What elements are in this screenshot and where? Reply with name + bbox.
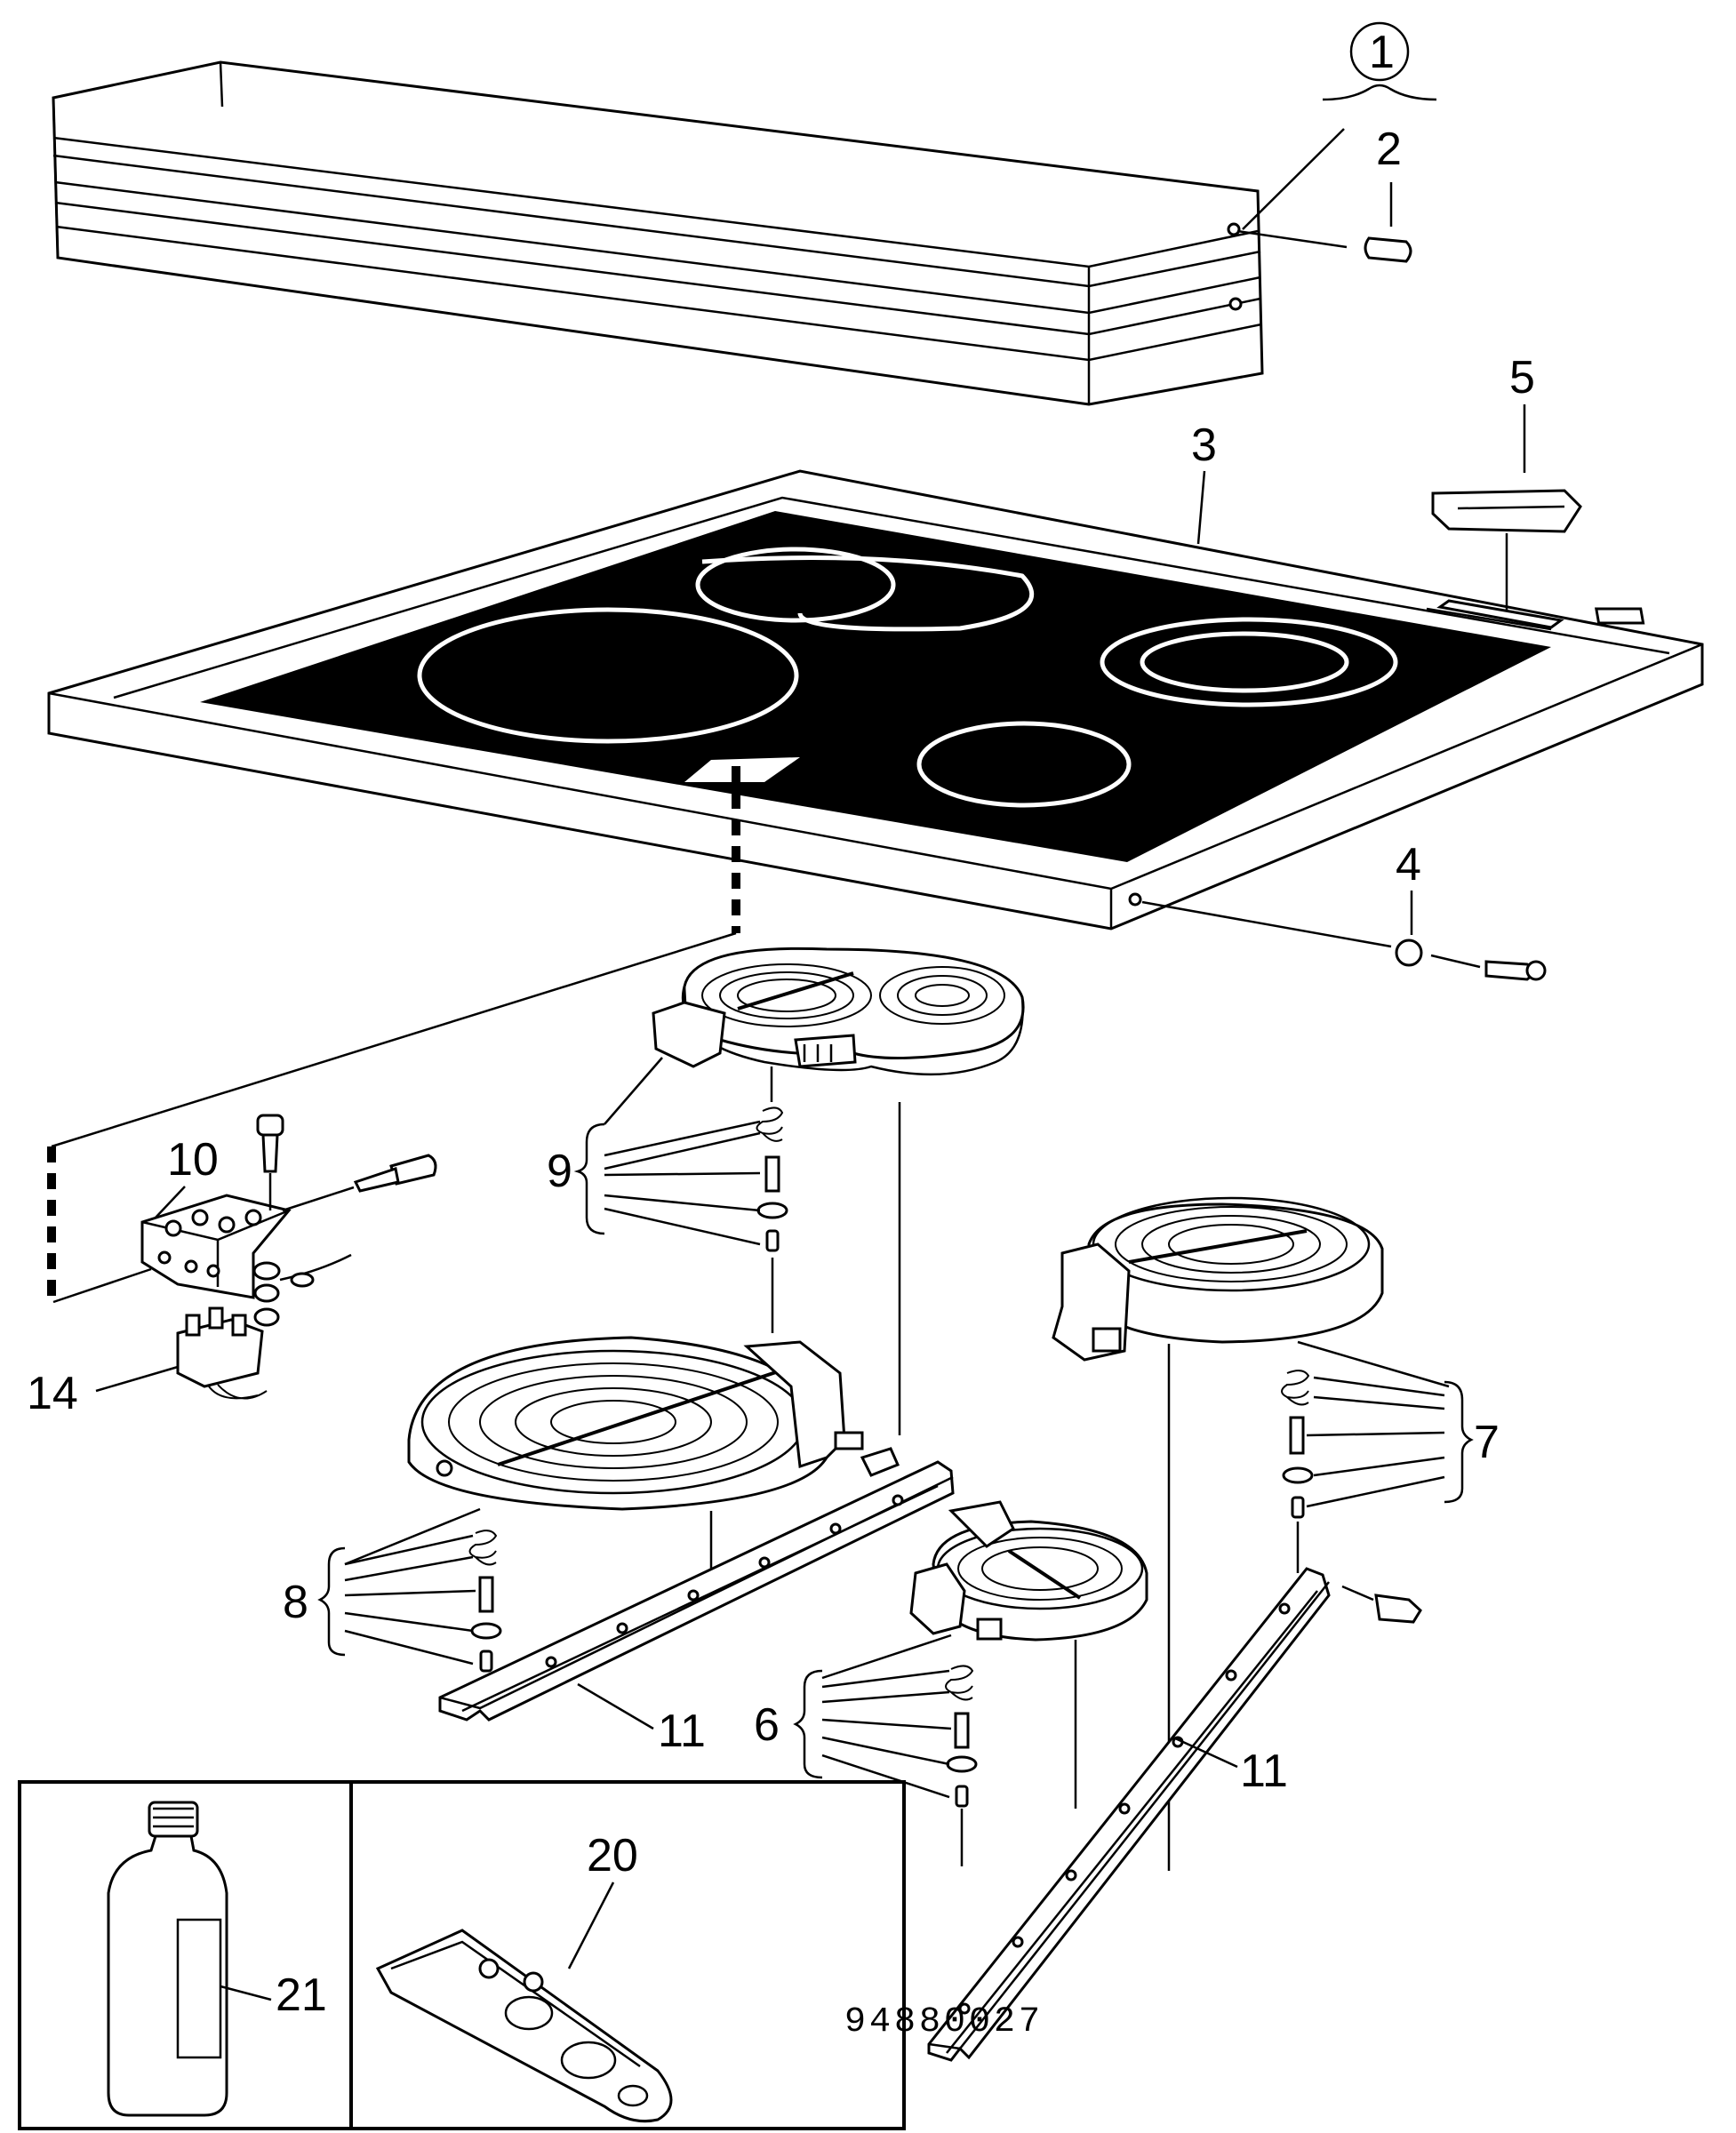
- cap-nut-part: 2: [1236, 124, 1412, 263]
- label-11-right: 11: [1240, 1746, 1288, 1797]
- label-5: 5: [1509, 352, 1535, 403]
- fastener-set-6: 6: [754, 1665, 978, 1866]
- heating-element-right: [1052, 1196, 1450, 1871]
- fixing-screw-4: 4: [1141, 839, 1547, 981]
- ceramic-hob-top: [47, 469, 1704, 931]
- label-3: 3: [1191, 419, 1217, 471]
- fastener-set-9: 9: [547, 1106, 788, 1333]
- accessories-inset: 21 20: [18, 1780, 906, 2130]
- support-rail-right: 11: [927, 1567, 1422, 2062]
- connection-dashed-link: [47, 766, 740, 1306]
- leader-3: [1196, 470, 1206, 545]
- terminal-block-part: 10: [52, 1114, 437, 1327]
- label-1: 1: [1369, 27, 1395, 78]
- trim-frame: [52, 60, 1264, 406]
- heating-element-oval: [604, 947, 1025, 1435]
- drawing-number: 94880027: [844, 2002, 1044, 2042]
- label-21: 21: [276, 1969, 327, 2021]
- indicator-switch-part: 5: [1431, 352, 1582, 611]
- fastener-set-8: 8: [283, 1511, 713, 1673]
- label-11-left: 11: [658, 1706, 706, 1757]
- label-4: 4: [1396, 839, 1421, 891]
- label-7: 7: [1474, 1417, 1500, 1468]
- label-8: 8: [283, 1577, 308, 1628]
- label-2: 2: [1376, 124, 1402, 175]
- fastener-set-7: 7: [1281, 1370, 1500, 1573]
- label-6: 6: [754, 1699, 780, 1751]
- cleaner-bottle-part: 21: [107, 1801, 327, 2117]
- label-14: 14: [27, 1368, 78, 1419]
- support-rail-left: 11: [438, 1447, 955, 1757]
- heating-element-small: [821, 1500, 1148, 1809]
- connector-block-part: 14: [27, 1306, 268, 1419]
- assembly-callout-1: 1: [1322, 21, 1437, 101]
- scraper-tool-part: 20: [375, 1830, 673, 2123]
- label-9: 9: [547, 1146, 572, 1197]
- label-10: 10: [167, 1134, 219, 1186]
- heating-element-large: [344, 1336, 864, 1566]
- label-20: 20: [587, 1830, 638, 1881]
